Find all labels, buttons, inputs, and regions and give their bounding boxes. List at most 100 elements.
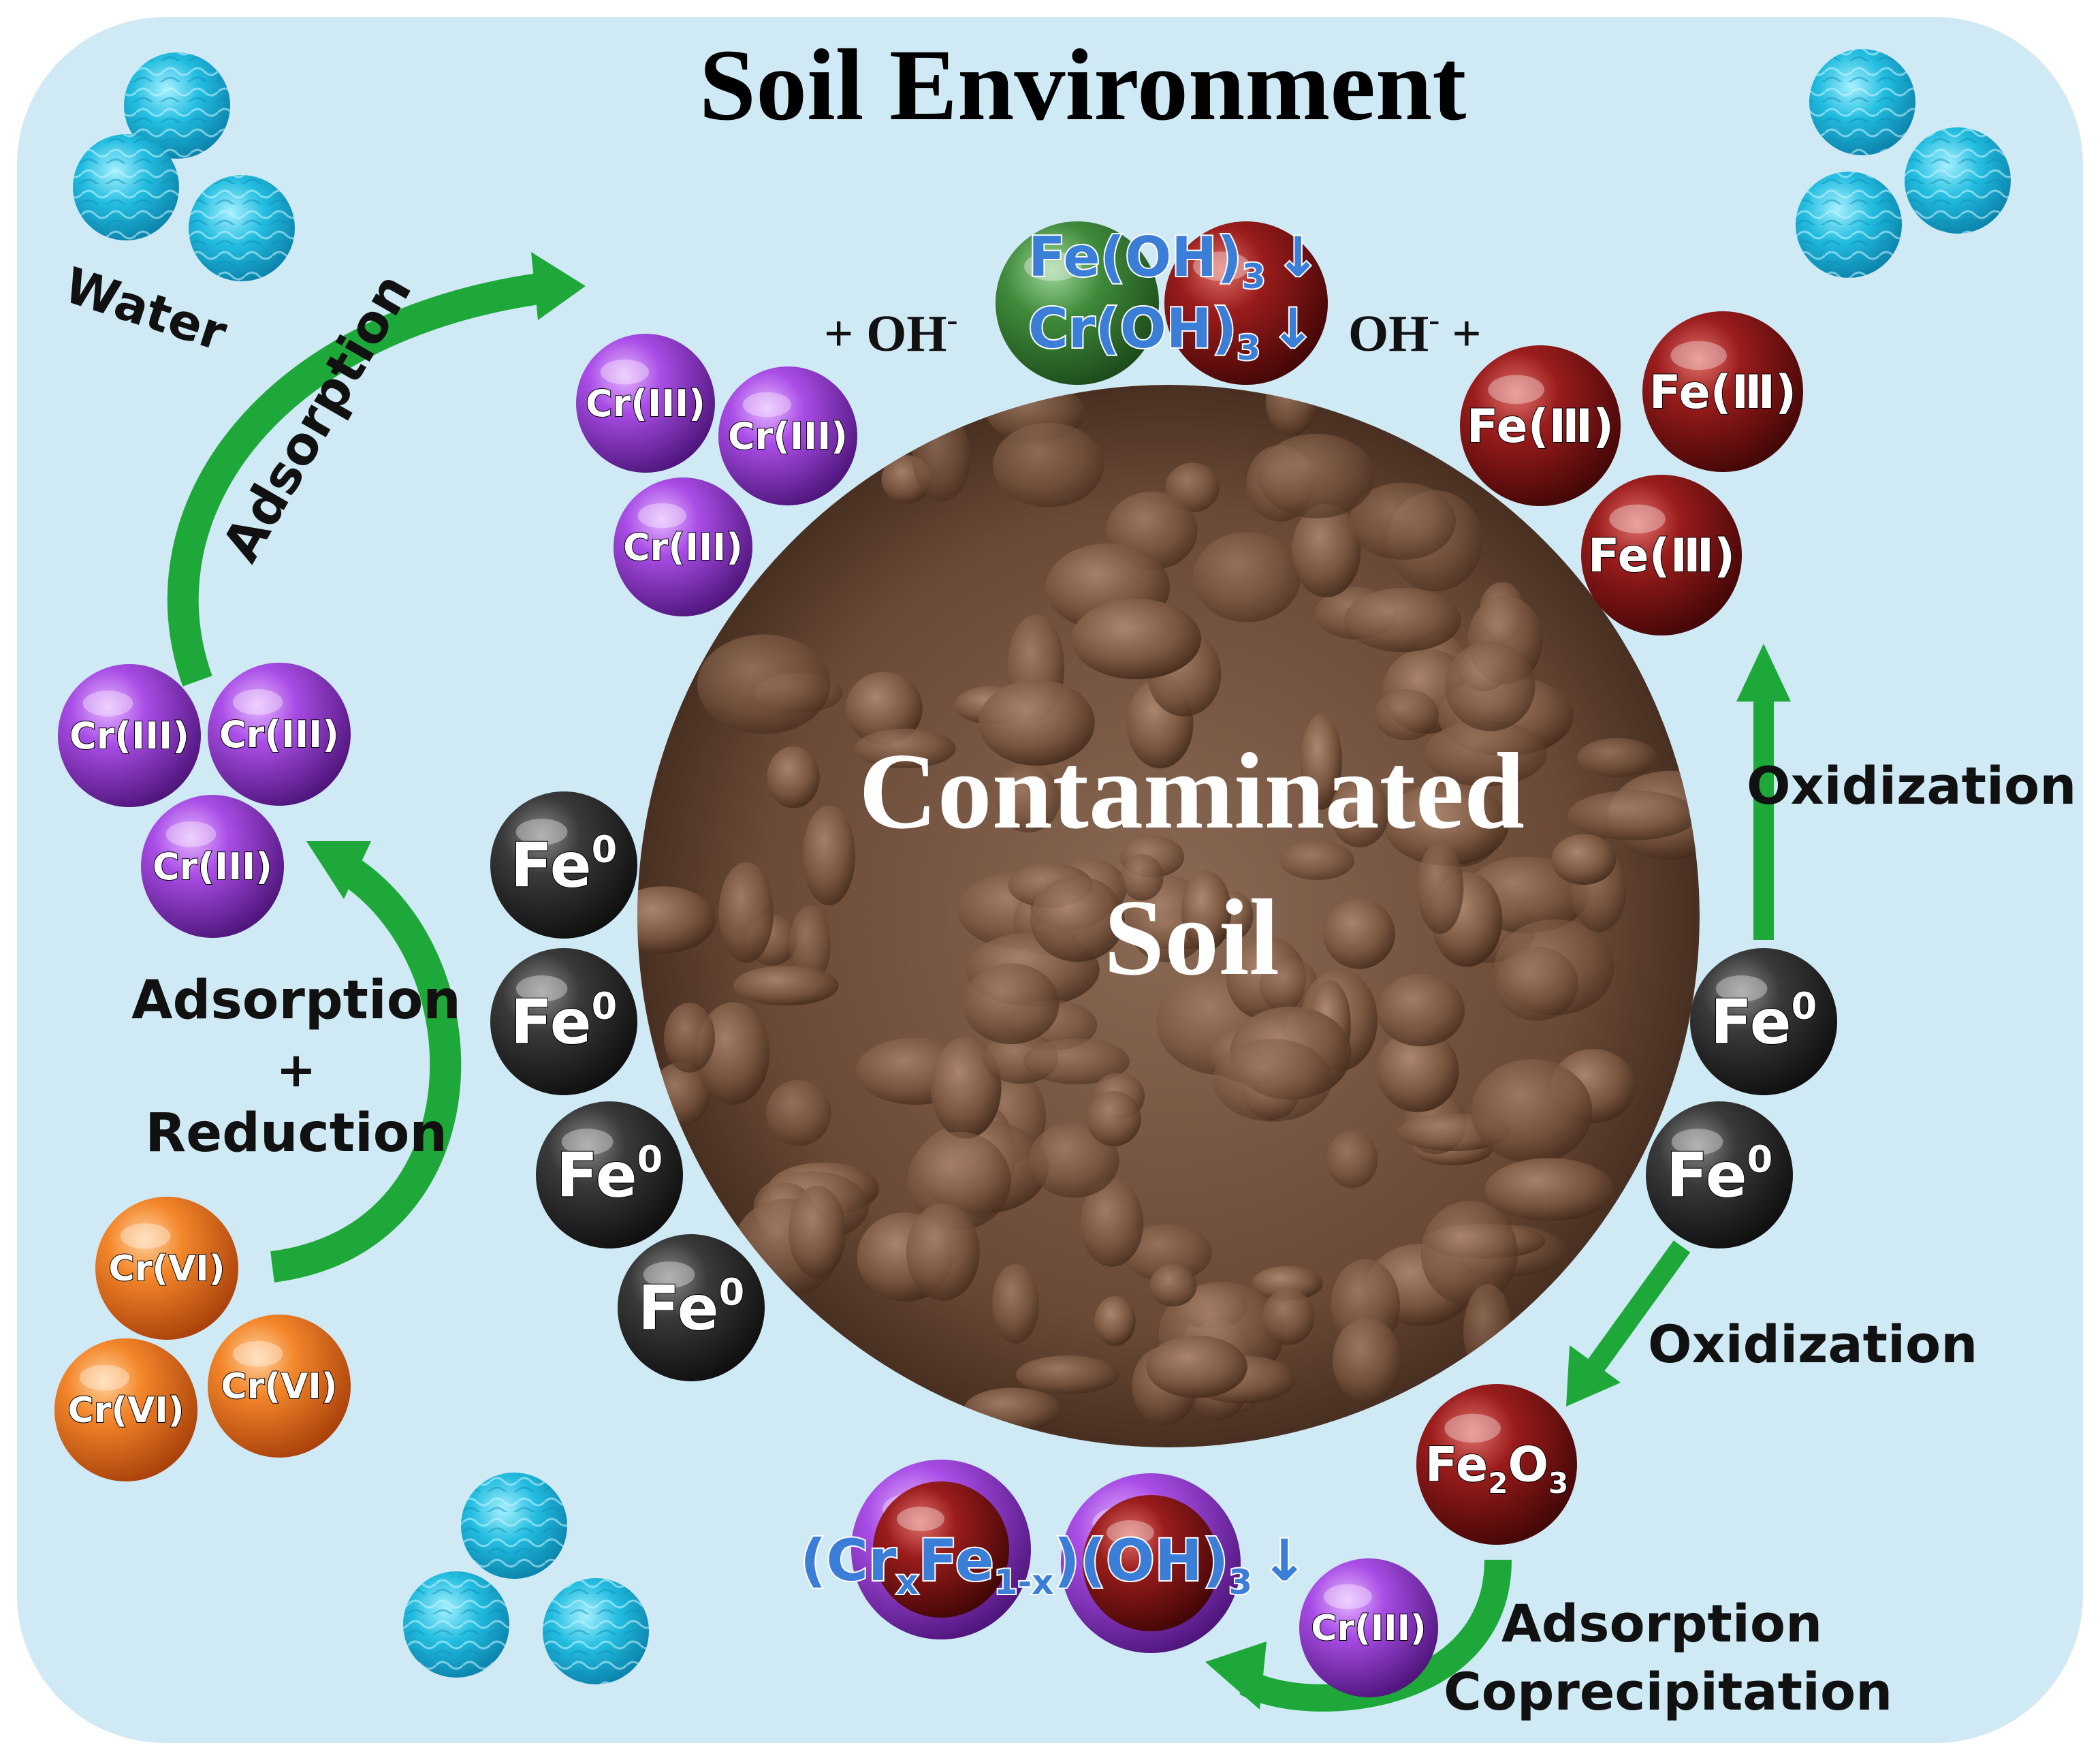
soil-clump xyxy=(1087,1091,1141,1146)
soil-clump xyxy=(1023,1038,1130,1084)
soil-clump xyxy=(1258,433,1375,519)
fe0-sphere-label: Fe0 xyxy=(511,828,617,902)
cr3-sphere: Cr(III) xyxy=(614,477,752,616)
fe0-sphere-label: Fe0 xyxy=(1666,1138,1772,1212)
soil-clump xyxy=(1417,842,1464,934)
cr6-sphere: Cr(VI) xyxy=(208,1315,351,1458)
soil-clump xyxy=(1384,783,1509,866)
title: Soil Environment xyxy=(699,29,1467,142)
soil-clump xyxy=(1149,1264,1197,1306)
fe3-sphere-label: Fe(Ⅲ) xyxy=(1467,400,1614,454)
soil-clump xyxy=(1292,503,1361,598)
soil-clump xyxy=(1551,834,1617,885)
oxidization-arrowhead-bottom xyxy=(1566,1345,1621,1407)
fe2o3-sphere-label: Fe2O3 xyxy=(1425,1437,1568,1500)
soil-clump xyxy=(696,1002,770,1105)
soil-clump xyxy=(1094,1295,1136,1346)
cr-oh3-label: Cr(OH)3↓ xyxy=(1028,297,1316,368)
soil-clump xyxy=(1376,973,1465,1047)
oxidization-label-bottom: Oxidization xyxy=(1648,1314,1977,1374)
soil-clump xyxy=(979,679,1095,766)
reduction-label: Reduction xyxy=(145,1103,447,1164)
cr6-sphere-label: Cr(VI) xyxy=(221,1366,338,1407)
soil-clump xyxy=(1213,1039,1332,1122)
soil-clump xyxy=(1323,898,1395,969)
soil-clump xyxy=(733,965,839,1006)
water-droplet xyxy=(543,1578,649,1684)
adsorption-label-bottom: Adsorption xyxy=(1501,1593,1822,1654)
soil-clump xyxy=(1424,720,1547,787)
fe3-sphere-label: Fe(Ⅲ) xyxy=(1588,529,1735,583)
water-droplets xyxy=(73,49,2011,1684)
cr3-sphere: Cr(III) xyxy=(208,663,351,806)
cr3-sphere: Cr(III) xyxy=(718,366,857,505)
soil-clump xyxy=(1420,1201,1518,1306)
soil-clump xyxy=(1374,689,1439,740)
soil-clump xyxy=(803,805,855,906)
water-droplet xyxy=(461,1473,567,1579)
fe0-sphere: Fe0 xyxy=(536,1101,683,1248)
coprecipitate-label: (CrxFe1-x)(OH)3↓ xyxy=(800,1527,1309,1602)
soil-clump xyxy=(1350,482,1457,560)
fe3-sphere: Fe(Ⅲ) xyxy=(1581,475,1742,635)
cr6-sphere: Cr(VI) xyxy=(95,1197,238,1340)
adsorption-arrowhead-top xyxy=(531,252,586,320)
soil-clump xyxy=(697,634,831,734)
cr3-sphere-label: Cr(III) xyxy=(623,526,743,569)
soil-clump xyxy=(1445,641,1536,732)
soil-clump xyxy=(1071,599,1202,680)
soil-clump xyxy=(1332,1317,1401,1404)
precipitate-sphere-green xyxy=(996,221,1159,385)
plus-label-left: + xyxy=(276,1042,317,1098)
cr3-sphere: Cr(III) xyxy=(1299,1558,1438,1697)
water-droplet xyxy=(124,52,230,159)
soil-clump xyxy=(1330,776,1389,848)
soil-clump xyxy=(963,963,1060,1045)
cr3-sphere-label: Cr(III) xyxy=(69,714,189,757)
coprecipitation-label: Coprecipitation xyxy=(1444,1661,1892,1722)
reduction-arrow xyxy=(270,851,462,1283)
fe0-sphere-label: Fe0 xyxy=(511,985,617,1058)
cr6-sphere-label: Cr(VI) xyxy=(109,1248,225,1289)
cr6-sphere-label: Cr(VI) xyxy=(68,1390,185,1431)
fe0-sphere: Fe0 xyxy=(1646,1101,1793,1248)
cr3-sphere: Cr(III) xyxy=(58,664,201,807)
cr3-sphere: Cr(III) xyxy=(141,795,284,938)
soil-clump xyxy=(1301,714,1342,810)
soil-clump xyxy=(1122,1224,1212,1282)
fe3-sphere: Fe(Ⅲ) xyxy=(1460,345,1621,506)
soil-clump xyxy=(992,1263,1039,1344)
cr3-sphere: Cr(III) xyxy=(576,334,715,473)
water-droplet xyxy=(189,175,295,281)
soil-clump xyxy=(1343,588,1461,653)
contaminated-soil-disc xyxy=(637,385,1700,1447)
water-droplet xyxy=(403,1571,509,1678)
reduction-arrowhead xyxy=(306,841,371,899)
soil-clump xyxy=(906,1203,980,1301)
water-droplet xyxy=(1905,127,2011,234)
precipitate-sphere-red xyxy=(1164,221,1328,385)
water-droplet xyxy=(1796,172,1902,278)
center-label-line2: Soil xyxy=(1104,877,1279,998)
soil-clump xyxy=(1030,876,1125,962)
soil-clump xyxy=(1080,1179,1144,1267)
soil-clump xyxy=(1577,738,1657,778)
cr3-sphere-label: Cr(III) xyxy=(728,415,848,458)
fe0-sphere-label: Fe0 xyxy=(638,1271,744,1345)
soil-clump xyxy=(1262,1289,1315,1345)
soil-clump xyxy=(718,862,774,964)
soil-clump xyxy=(1028,1122,1119,1198)
soil-clump xyxy=(767,746,820,808)
soil-clump xyxy=(1326,1131,1378,1189)
soil-clump xyxy=(1265,385,1318,436)
soil-clump xyxy=(930,1037,1002,1139)
adsorption-label-left: Adsorption xyxy=(131,970,461,1031)
fe3-sphere: Fe(Ⅲ) xyxy=(1642,311,1803,472)
soil-clump xyxy=(637,886,716,954)
soil-clump xyxy=(1193,532,1301,623)
oxidization-arrow-bottom xyxy=(1585,1240,1691,1375)
fe0-sphere-label: Fe0 xyxy=(556,1138,663,1212)
oxidization-label-right: Oxidization xyxy=(1747,755,2076,816)
soil-clump xyxy=(995,764,1061,833)
species-spheres: Cr(III)Cr(III)Cr(III)Cr(III)Cr(III)Cr(II… xyxy=(54,221,1837,1697)
